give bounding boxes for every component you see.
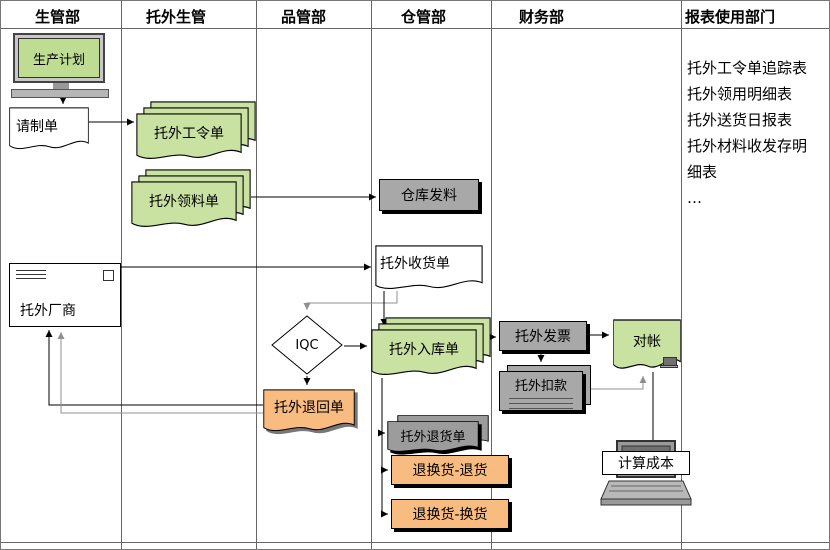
work-order-label: 托外工令单 xyxy=(154,126,224,142)
request-form-node: 请制单 xyxy=(9,107,89,151)
keyboard-icon xyxy=(11,89,109,98)
document-shape xyxy=(136,113,242,159)
document-shape xyxy=(375,245,483,290)
screen: 生产计划 xyxy=(18,38,100,78)
material-requisition-node: 托外领料单 xyxy=(131,169,253,231)
deduction-node: 托外扣款 xyxy=(499,365,593,415)
exchange-replace-label: 退换货-换货 xyxy=(412,507,488,523)
monitor-stand-icon xyxy=(53,83,69,89)
report-item: 托外送货日报表 xyxy=(687,111,793,129)
warehouse-issue-label: 仓库发料 xyxy=(401,188,457,204)
header-divider xyxy=(1,28,829,29)
text-line xyxy=(509,408,573,409)
text-line xyxy=(509,403,573,404)
report-item: 托外领用明细表 xyxy=(687,85,793,103)
lane-divider xyxy=(491,1,492,549)
lane-header-finance: 财务部 xyxy=(519,8,565,26)
warehouse-entry-node: 托外入库单 xyxy=(371,317,493,379)
lane-divider xyxy=(121,1,122,549)
iqc-node: IQC xyxy=(271,315,343,375)
lane-header-outsourcing: 托外生管 xyxy=(146,8,207,26)
report-item-ellipsis: … xyxy=(687,189,702,207)
report-list: 托外工令单追踪表 托外领用明细表 托外送货日报表 托外材料收发存明细表 … xyxy=(687,55,817,211)
vendor-node: 托外厂商 xyxy=(9,263,121,327)
lane-divider xyxy=(371,1,372,549)
return-form-node: 托外退回单 xyxy=(263,389,355,433)
warehouse-entry-label: 托外入库单 xyxy=(389,342,459,358)
monitor-icon: 生产计划 xyxy=(13,33,105,83)
warehouse-issue-node: 仓库发料 xyxy=(379,179,479,211)
form-lines-icon xyxy=(16,270,46,281)
text-line xyxy=(509,398,573,399)
exchange-return-node: 退换货-退货 xyxy=(391,455,509,485)
deduction-label: 托外扣款 xyxy=(514,379,567,394)
document-shape xyxy=(263,389,355,432)
lane-header-reports: 报表使用部门 xyxy=(685,8,776,26)
production-plan-node: 生产计划 xyxy=(11,33,111,101)
receiving-note-label: 托外收货单 xyxy=(380,256,450,272)
lane-header-quality: 品管部 xyxy=(281,8,327,26)
return-form-label: 托外退回单 xyxy=(274,400,344,416)
lane-header-production: 生管部 xyxy=(35,8,81,26)
diamond-shape xyxy=(271,315,343,375)
reconciliation-node: 对帐 xyxy=(613,319,681,371)
checkbox-icon xyxy=(103,270,114,281)
return-goods-node: 托外退货单 xyxy=(387,415,491,455)
exchange-return-label: 退换货-退货 xyxy=(412,463,488,479)
mini-laptop-icon xyxy=(660,357,678,368)
lane-divider xyxy=(681,1,682,549)
iqc-label: IQC xyxy=(295,337,319,353)
document-shape xyxy=(131,181,237,227)
request-form-label: 请制单 xyxy=(16,119,58,135)
report-item: 托外材料收发存明细表 xyxy=(687,137,808,181)
cost-calc-label: 计算成本 xyxy=(602,451,690,475)
invoice-label: 托外发票 xyxy=(515,329,571,345)
receiving-note-node: 托外收货单 xyxy=(375,245,483,291)
invoice-node: 托外发票 xyxy=(499,321,587,351)
work-order-node: 托外工令单 xyxy=(136,101,258,163)
return-goods-label: 托外退货单 xyxy=(400,429,466,445)
vendor-label: 托外厂商 xyxy=(20,303,76,319)
bottom-border xyxy=(1,542,829,543)
lane-header-warehouse: 仓管部 xyxy=(401,8,447,26)
material-requisition-label: 托外领料单 xyxy=(149,194,219,210)
reconciliation-label: 对帐 xyxy=(633,334,661,350)
lane-divider xyxy=(256,1,257,549)
report-item: 托外工令单追踪表 xyxy=(687,59,808,77)
production-plan-label: 生产计划 xyxy=(32,52,85,68)
document-shape xyxy=(9,107,89,150)
cost-calc-node: 计算成本 xyxy=(599,439,693,513)
exchange-replace-node: 退换货-换货 xyxy=(391,499,509,529)
document-shape xyxy=(387,421,479,452)
document-shape xyxy=(371,329,477,375)
document-shape: 托外扣款 xyxy=(499,371,583,411)
